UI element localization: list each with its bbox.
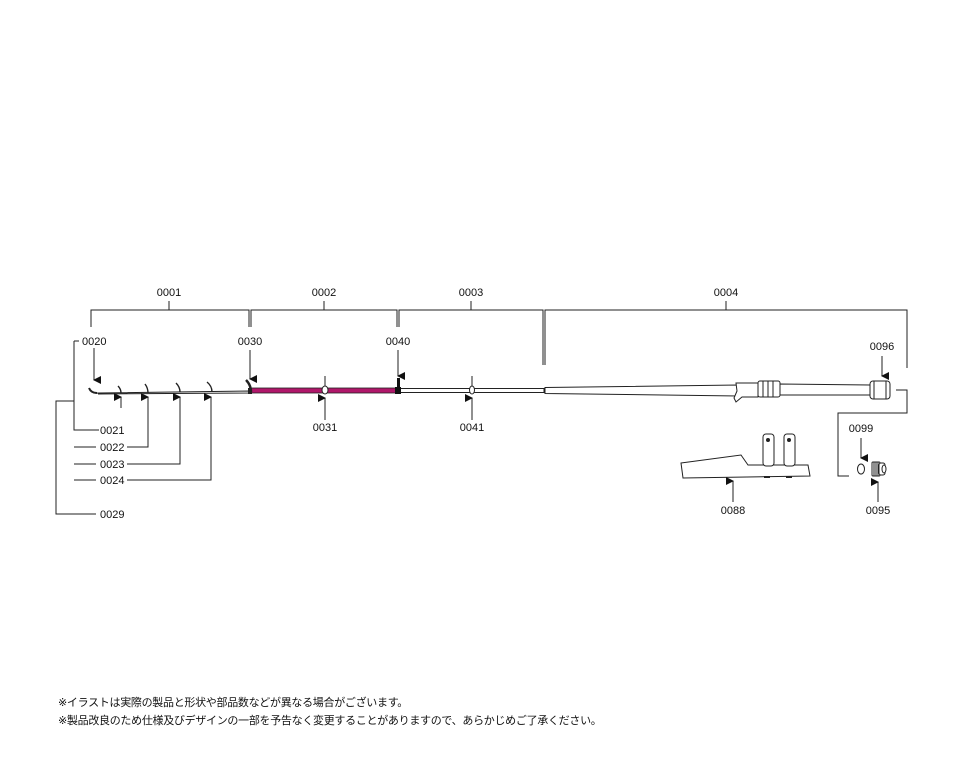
label-0021: 0021 (100, 425, 124, 437)
disclaimer-illustration: ※イラストは実際の製品と形状や部品数などが異なる場合がございます。 (58, 696, 408, 709)
tip-guides (117, 381, 213, 394)
tip-top-guide (88, 387, 98, 394)
label-0022: 0022 (100, 442, 124, 454)
rod-grip (779, 383, 871, 396)
label-0088: 0088 (721, 505, 745, 517)
reel-seat-nut (757, 380, 781, 398)
label-0041: 0041 (460, 422, 484, 434)
butt-cap-0096 (869, 380, 891, 400)
reel-seat-hood (733, 382, 759, 403)
label-0029: 0029 (100, 509, 124, 521)
label-0023: 0023 (100, 459, 124, 471)
guide-0023 (175, 382, 181, 393)
bracket-0002 (250, 301, 398, 327)
label-0002: 0002 (312, 287, 336, 299)
section-brackets (90, 301, 908, 368)
label-0030: 0030 (238, 336, 262, 348)
o-ring-0099 (857, 463, 865, 475)
guide-0040 (395, 378, 401, 394)
label-0003: 0003 (459, 287, 483, 299)
bracket-0001 (90, 301, 250, 327)
bracket-0003 (398, 301, 544, 365)
label-0099: 0099 (849, 423, 873, 435)
ferrule-0030 (248, 388, 252, 394)
label-0020: 0020 (82, 336, 106, 348)
bracket-0004 (544, 301, 908, 368)
leader-lines (55, 340, 908, 515)
guide-0021 (117, 385, 122, 394)
rod-tip-section (89, 389, 251, 395)
guide-0031 (321, 376, 329, 395)
label-0001: 0001 (157, 287, 181, 299)
guide-0041 (469, 376, 475, 395)
label-0096: 0096 (870, 341, 894, 353)
disclaimer-spec-change: ※製品改良のため仕様及びデザインの一部を予告なく変更することがありますので、あら… (58, 714, 602, 727)
label-0095: 0095 (866, 505, 890, 517)
cap-0095 (871, 461, 887, 477)
label-0004: 0004 (714, 287, 738, 299)
label-0024: 0024 (100, 475, 124, 487)
rod-section-0004 (544, 384, 739, 397)
guide-0022 (144, 383, 149, 394)
label-0031: 0031 (313, 422, 337, 434)
label-0040: 0040 (386, 336, 410, 348)
guide-0024 (206, 381, 213, 393)
rod-stand-0088 (680, 433, 811, 479)
